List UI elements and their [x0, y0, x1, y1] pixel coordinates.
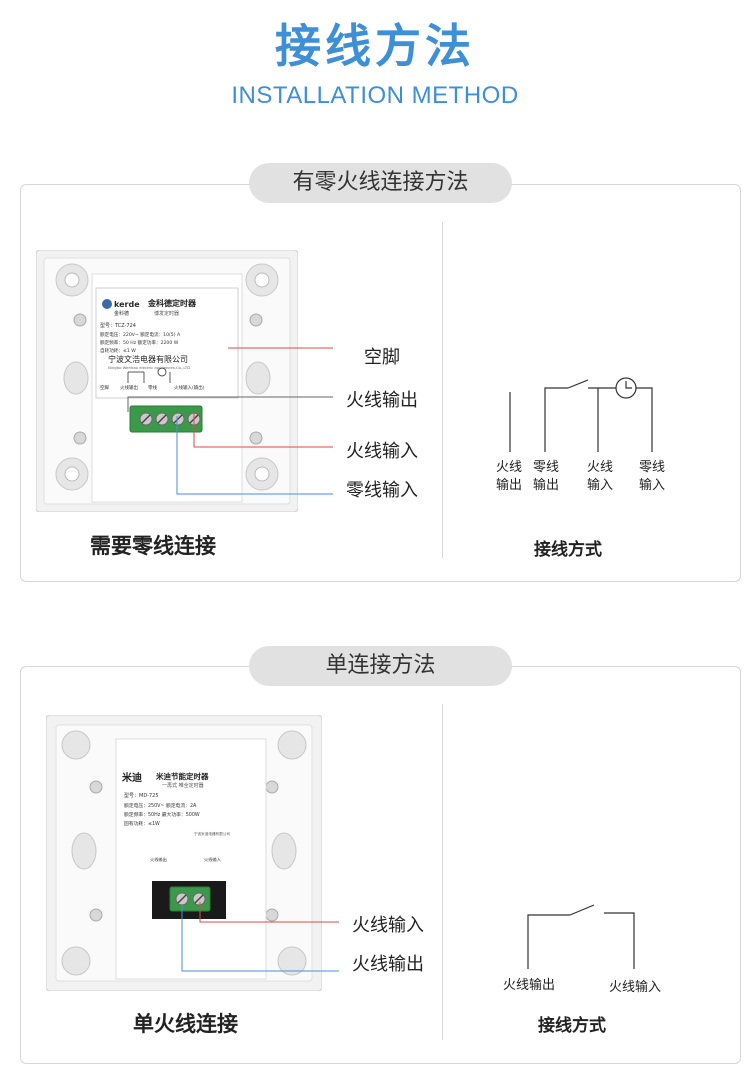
section2-caption: 单火线连接 [133, 1012, 238, 1036]
page-subtitle: INSTALLATION METHOD [231, 82, 519, 109]
wiring-diagram-1 [509, 377, 653, 452]
section1-heading: 有零火线连接方法 [249, 163, 512, 203]
wiring2-caption: 接线方式 [538, 1016, 606, 1036]
device1-brand-en: kerde [114, 300, 140, 309]
device1-spec2: 额定频率：50 Hz 额定功率：2200 W [100, 339, 179, 346]
device2-terminal-left: 火线输出 [150, 856, 167, 863]
device1-spec1: 额定电压：220V~ 额定电流：10(5) A [100, 331, 181, 338]
wiring1-label-live-out: 火线输出 [496, 460, 523, 493]
section2-heading: 单连接方法 [249, 646, 512, 686]
device2-brand: 米迪 [122, 771, 142, 784]
device1-company-en: Ningbo Wenhao electric appliances,Co.,LT… [108, 365, 190, 370]
section1-caption: 需要零线连接 [90, 534, 216, 558]
device1-spec3: 自耗功耗：≤1 W [100, 347, 136, 354]
wiring1-label-neutral-out: 零线输出 [533, 460, 560, 493]
label2-live-out: 火线输出 [352, 954, 424, 975]
label-live-out: 火线输出 [346, 390, 418, 411]
device2-terminal-right: 火线输入 [204, 856, 222, 863]
wiring1-label-neutral-in: 零线输入 [639, 460, 666, 493]
device2-spec2: 额定频率：50Hz 最大功率：500W [124, 811, 200, 818]
device1-terminal-label-3: 零线 [148, 384, 157, 391]
label2-live-in: 火线输入 [352, 915, 424, 936]
label-live-in: 火线输入 [346, 441, 418, 462]
section2-divider [442, 704, 443, 1040]
wiring2-label-live-in: 火线输入 [609, 980, 662, 995]
device2-subtitle: 一再式 唯全定时器 [162, 782, 204, 789]
device2-spec1: 额定电压：250V~ 额定电流：2A [124, 802, 197, 809]
section1-divider [442, 222, 443, 558]
device1-product: 金科德定时器 [147, 298, 197, 308]
device2-model: 型号：MD-725 [124, 792, 159, 799]
timer-device-midi: 米迪 米迪节能定时器 一再式 唯全定时器 型号：MD-725 额定电压：250V… [46, 715, 322, 991]
page-title: 接线方法 [275, 19, 475, 73]
device1-terminal-label-1: 空脚 [100, 384, 109, 391]
timer-device-kerde: kerde 金科德 金科德定时器 博发定时器 型号：TCZ-724 额定电压：2… [36, 250, 298, 512]
wiring1-label-live-in: 火线输入 [587, 460, 614, 493]
wiring-diagram-2 [527, 904, 635, 969]
device1-brand-cn: 金科德 [114, 310, 129, 317]
label-neutral-in: 零线输入 [346, 480, 418, 501]
device2-product: 米迪节能定时器 [156, 771, 209, 781]
device1-terminal-label-4: 火线输入(输出) [174, 384, 205, 391]
device1-subtitle: 博发定时器 [154, 310, 179, 317]
device2-spec3: 固有功耗：≤1W [124, 820, 160, 827]
label-empty-pin: 空脚 [364, 347, 400, 368]
device1-company: 宁波文浩电器有限公司 [108, 354, 188, 364]
device2-company: 宁波米迪电器有限公司 [194, 831, 230, 836]
device1-terminal-label-2: 火线输出 [120, 384, 138, 391]
wiring2-label-live-out: 火线输出 [503, 978, 556, 993]
device1-model: 型号：TCZ-724 [100, 322, 136, 329]
wiring1-caption: 接线方式 [534, 540, 602, 560]
